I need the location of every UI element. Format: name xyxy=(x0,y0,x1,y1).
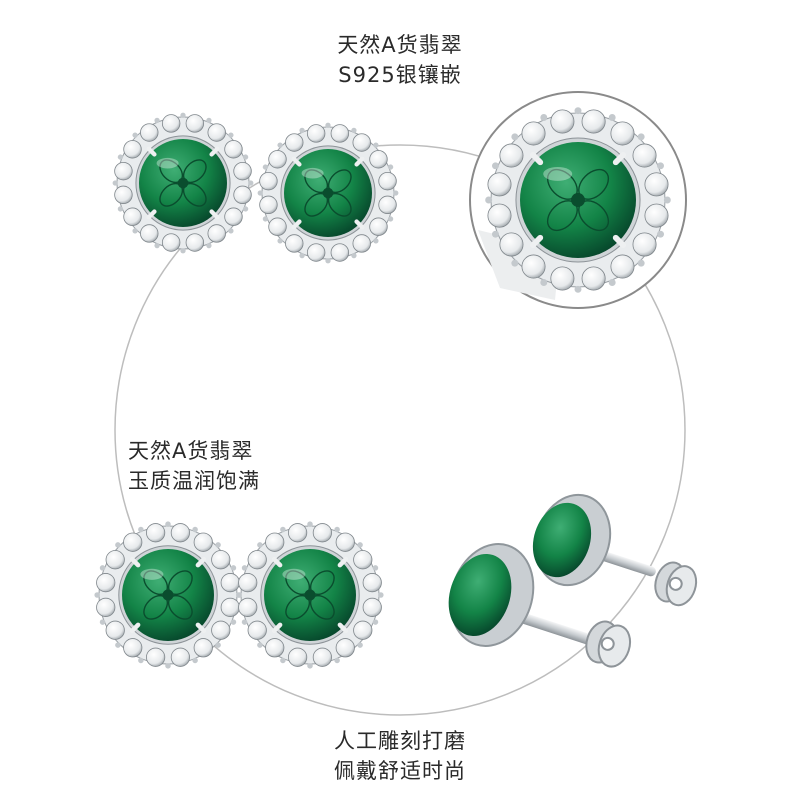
crystal-stone xyxy=(353,550,373,570)
caption-top: 天然A货翡翠 S925银镶嵌 xyxy=(300,30,500,90)
crystal-stone xyxy=(96,573,116,593)
crystal-stone xyxy=(285,234,304,253)
crystal-stone xyxy=(353,620,373,640)
crystal-stone xyxy=(114,185,133,205)
crystal-stone xyxy=(140,123,159,142)
crystal-stone xyxy=(114,161,133,181)
crystal-stone xyxy=(123,140,142,159)
crystal-stone xyxy=(259,171,278,191)
crystal-stone xyxy=(352,133,371,152)
crystal-stone xyxy=(224,207,243,226)
crystal-stone xyxy=(185,114,205,133)
crystal-stone xyxy=(259,195,278,215)
crystal-stone xyxy=(550,109,575,134)
crystal-stone xyxy=(211,620,231,640)
crystal-stone xyxy=(330,124,350,143)
crystal-stone xyxy=(644,203,669,228)
crystal-stone xyxy=(146,647,166,667)
crystal-stone xyxy=(220,597,240,617)
crystal-stone xyxy=(247,550,267,570)
crystal-stone xyxy=(288,647,308,667)
crystal-stone xyxy=(352,234,371,253)
crystal-stone xyxy=(170,647,190,667)
caption-middle-line2: 玉质温润饱满 xyxy=(128,469,260,493)
crystal-stone xyxy=(610,121,635,146)
crystal-stone xyxy=(369,150,388,169)
crystal-stone xyxy=(233,161,252,181)
crystal-stone xyxy=(288,523,308,543)
earring-bottom-mid xyxy=(236,521,384,669)
crystal-stone xyxy=(268,150,287,169)
crystal-stone xyxy=(161,114,181,133)
crystal-stone xyxy=(193,638,213,658)
crystal-stone xyxy=(247,620,267,640)
crystal-stone xyxy=(306,243,326,262)
crystal-stone xyxy=(610,254,635,279)
earring-side-view-front xyxy=(448,543,632,668)
crystal-stone xyxy=(487,172,512,197)
crystal-stone xyxy=(644,172,669,197)
caption-bottom-line2: 佩戴舒适时尚 xyxy=(334,759,466,783)
crystal-stone xyxy=(105,550,125,570)
crystal-stone xyxy=(306,124,326,143)
caption-top-line2: S925银镶嵌 xyxy=(338,63,462,87)
crystal-stone xyxy=(233,185,252,205)
crystal-stone xyxy=(335,638,355,658)
crystal-stone xyxy=(362,597,382,617)
crystal-stone xyxy=(499,143,524,168)
crystal-stone xyxy=(378,171,397,191)
crystal-stone xyxy=(521,121,546,146)
crystal-stone xyxy=(161,233,181,252)
crystal-stone xyxy=(146,523,166,543)
crystal-stone xyxy=(123,207,142,226)
crystal-stone xyxy=(123,532,143,552)
crystal-stone xyxy=(369,217,388,236)
crystal-stone xyxy=(362,573,382,593)
crystal-stone xyxy=(521,254,546,279)
crystal-stone xyxy=(312,523,332,543)
crystal-stone xyxy=(330,243,350,262)
crystal-stone xyxy=(220,573,240,593)
crystal-stone xyxy=(265,638,285,658)
caption-bottom: 人工雕刻打磨 佩戴舒适时尚 xyxy=(290,726,510,786)
crystal-stone xyxy=(96,597,116,617)
crystal-stone xyxy=(632,232,657,257)
crystal-stone xyxy=(550,266,575,291)
crystal-stone xyxy=(499,232,524,257)
crystal-stone xyxy=(170,523,190,543)
crystal-stone xyxy=(105,620,125,640)
caption-top-line1: 天然A货翡翠 xyxy=(337,33,463,57)
crystal-stone xyxy=(581,109,606,134)
crystal-stone xyxy=(312,647,332,667)
crystal-stone xyxy=(581,266,606,291)
earring-bottom-left xyxy=(94,521,242,669)
crystal-stone xyxy=(224,140,243,159)
zoom-inset xyxy=(469,91,687,309)
crystal-stone xyxy=(207,123,226,142)
crystal-stone xyxy=(238,597,258,617)
earring-top-left xyxy=(112,112,254,254)
background-circle xyxy=(114,144,686,716)
earring-top-right xyxy=(257,122,399,264)
crystal-stone xyxy=(487,203,512,228)
crystal-stone xyxy=(140,224,159,243)
caption-bottom-line1: 人工雕刻打磨 xyxy=(334,729,466,753)
crystal-stone xyxy=(335,532,355,552)
crystal-stone xyxy=(211,550,231,570)
crystal-stone xyxy=(265,532,285,552)
crystal-stone xyxy=(238,573,258,593)
earring-side-view-back xyxy=(532,493,698,607)
crystal-stone xyxy=(207,224,226,243)
crystal-stone xyxy=(378,195,397,215)
crystal-stone xyxy=(185,233,205,252)
crystal-stone xyxy=(123,638,143,658)
crystal-stone xyxy=(193,532,213,552)
caption-middle-line1: 天然A货翡翠 xyxy=(128,439,254,463)
caption-middle: 天然A货翡翠 玉质温润饱满 xyxy=(128,436,308,496)
crystal-stone xyxy=(285,133,304,152)
crystal-stone xyxy=(268,217,287,236)
crystal-stone xyxy=(632,143,657,168)
